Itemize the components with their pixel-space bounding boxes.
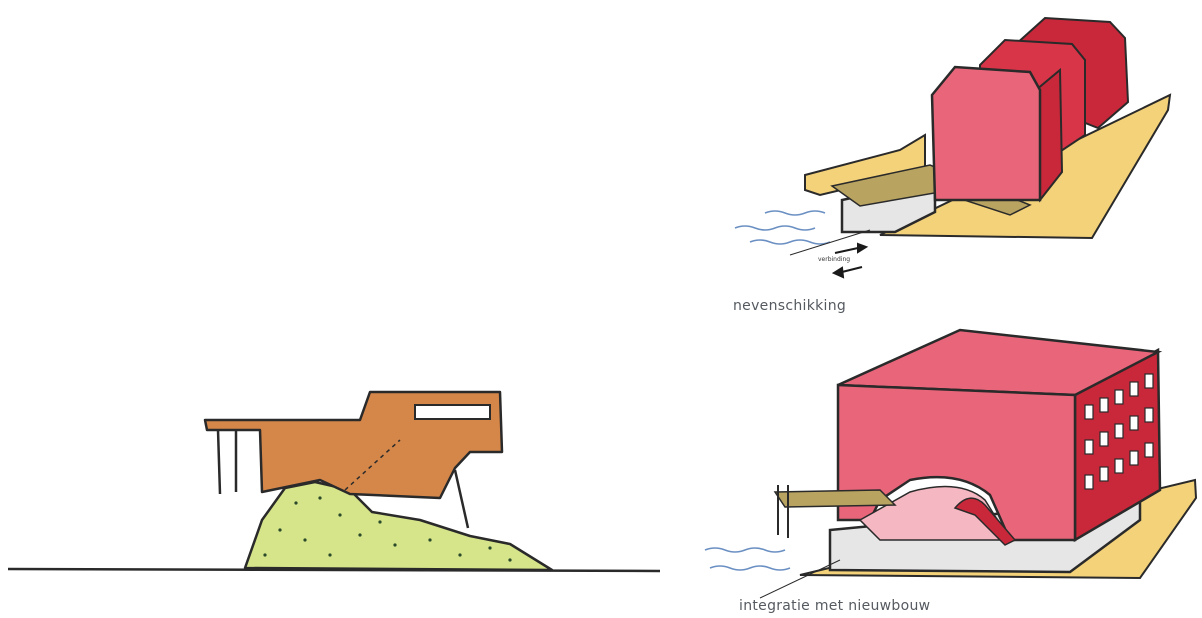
house-front — [930, 65, 1042, 202]
integratie-drawing — [704, 328, 1198, 599]
arrow-label: verbinding — [818, 256, 851, 263]
double-arrow-icon — [831, 242, 869, 279]
arrow-leader — [789, 229, 871, 256]
building-window — [414, 404, 491, 420]
nevenschikking-drawing — [734, 16, 1172, 279]
big-building-front — [836, 383, 1077, 542]
water-lines-2 — [704, 547, 791, 571]
building-windows — [1084, 373, 1154, 490]
green-dike — [243, 480, 554, 572]
pier-posts — [777, 485, 789, 538]
dike-dots — [263, 496, 512, 562]
red-slide — [953, 497, 1017, 546]
wooden-pier — [773, 489, 897, 508]
dike-sketch — [7, 390, 661, 573]
water-lines — [734, 210, 831, 245]
wooden-deck — [830, 164, 1032, 216]
building-pillars — [216, 429, 470, 529]
caption-nevenschikking: nevenschikking — [733, 298, 847, 314]
caption-integratie: integratie met nieuwbouw — [739, 598, 931, 614]
arrow-leader-2 — [759, 559, 841, 599]
